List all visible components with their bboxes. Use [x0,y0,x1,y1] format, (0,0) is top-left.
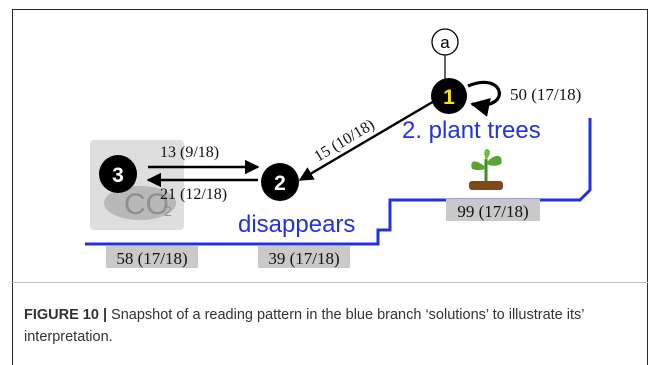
node-a-label: a [440,33,450,52]
co2-subscript: 2 [164,203,172,219]
plant-leaf-top [484,149,490,160]
soil-mound [469,181,503,190]
figure-border-right [647,9,648,365]
node-2-label: 2 [274,172,286,195]
section-label-disappears: disappears [238,211,355,238]
node-a-circle [431,28,459,56]
figure-border-top [12,9,648,10]
node-3 [99,155,137,193]
self-loop-node-1 [467,80,501,117]
caption-label: FIGURE 10 | [24,307,108,323]
loop-edge-label: 50 (17/18) [510,85,581,104]
node-2 [261,163,299,201]
figure-caption: FIGURE 10 | Snapshot of a reading patter… [24,304,636,348]
count-right: 99 (17/18) [457,202,528,221]
plant-icon [469,149,503,190]
count-middle: 39 (17/18) [268,249,339,268]
co2-text: CO [124,188,169,221]
count-middle-bg [258,246,350,268]
node-1 [431,78,467,114]
plant-leaf-right [486,155,502,166]
edge-1-to-2 [298,98,437,182]
plant-leaf-left [471,161,486,171]
count-right-bg [446,199,540,221]
section-label-plant-trees: 2. plant trees [402,117,541,144]
edge-label-2-to-3: 21 (12/18) [160,186,227,203]
co2-cloud [104,186,176,220]
node-3-label: 3 [112,164,124,187]
reading-pattern-diagram: CO 2 58 (17/18) 39 (17/18) 99 (17/18) di… [85,28,592,268]
count-left: 58 (17/18) [116,249,187,268]
caption-divider [12,282,648,283]
edge-label-3-to-2: 13 (9/18) [160,144,219,161]
node-1-label: 1 [443,86,455,109]
blue-branch-line [85,118,592,246]
figure-border-left [12,9,13,365]
caption-text: Snapshot of a reading pattern in the blu… [24,307,584,345]
count-left-bg [106,246,198,268]
